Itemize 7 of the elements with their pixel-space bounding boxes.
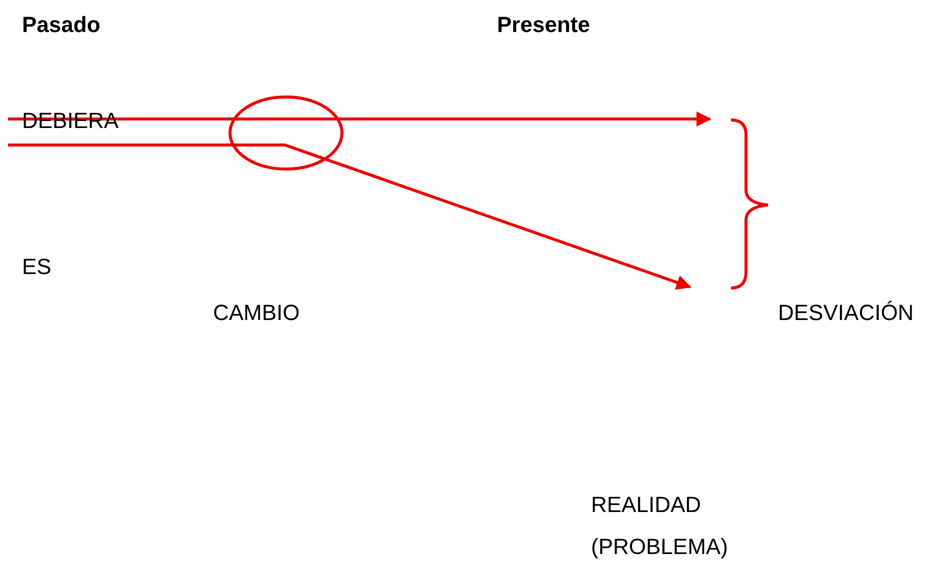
reality-label: REALIDAD (PROBLEMA) <box>591 491 729 561</box>
deviation-label: DESVIACIÓN <box>778 302 914 324</box>
change-label: CAMBIO <box>213 302 300 324</box>
change-circle <box>228 96 344 170</box>
period-label: Presente <box>497 14 590 36</box>
period-label: Pasado <box>22 14 100 36</box>
line-label: ES <box>22 256 52 278</box>
